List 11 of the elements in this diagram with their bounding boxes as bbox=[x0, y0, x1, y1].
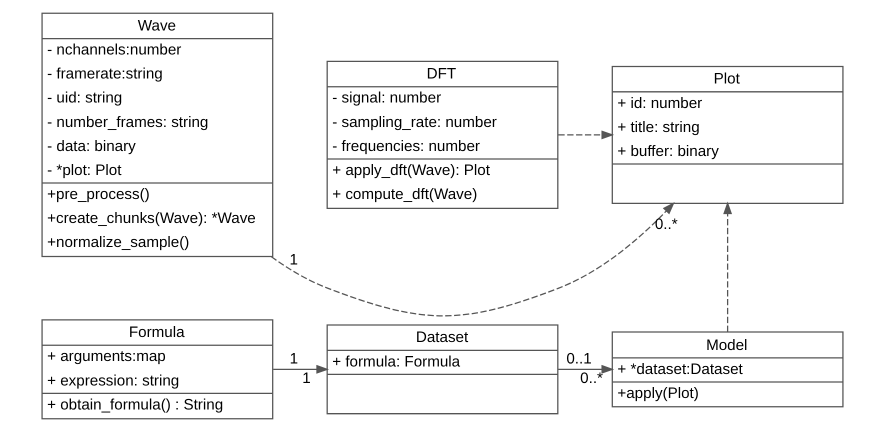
label: 0..1 bbox=[566, 350, 592, 368]
label: 1 bbox=[302, 370, 311, 387]
label: 1 bbox=[290, 350, 298, 368]
arrow bbox=[558, 130, 614, 140]
arrow bbox=[270, 202, 675, 316]
label: 1 bbox=[289, 252, 298, 269]
arrow bbox=[273, 364, 330, 374]
label: 0..* bbox=[580, 370, 603, 387]
arrow bbox=[558, 364, 614, 374]
arrow bbox=[723, 201, 732, 332]
label: 0..* bbox=[654, 216, 678, 234]
